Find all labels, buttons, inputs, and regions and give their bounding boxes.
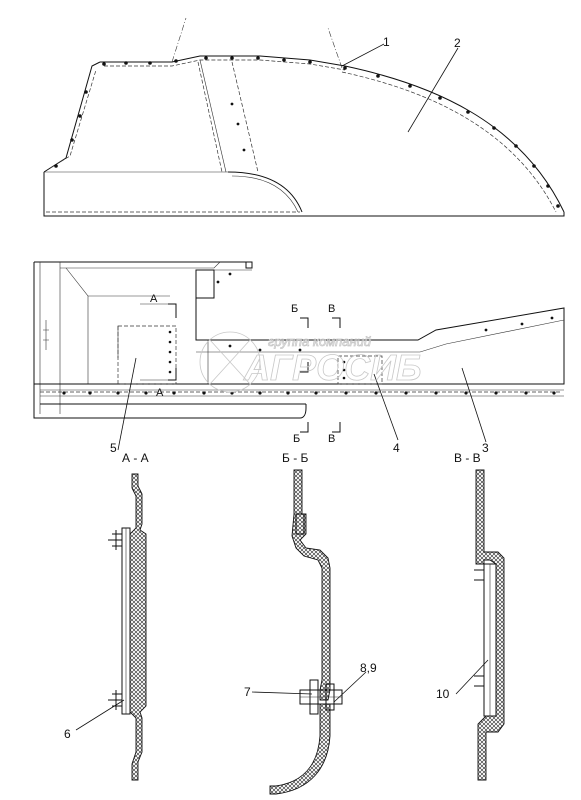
- callout-10: 10: [436, 687, 450, 701]
- section-aa-view: 6: [64, 473, 147, 781]
- section-title-vv: В - В: [454, 451, 481, 465]
- section-mark-b-top: Б: [291, 303, 298, 315]
- section-mark-b-bottom: Б: [293, 433, 300, 445]
- callout-2: 2: [454, 36, 461, 50]
- callout-7: 7: [244, 685, 251, 699]
- top-elevation-view: 1 2: [43, 17, 565, 217]
- watermark: группа компаний АГРОСИБ: [199, 331, 422, 393]
- section-title-bb: Б - Б: [282, 451, 309, 465]
- callout-3: 3: [482, 441, 489, 455]
- callout-4: 4: [393, 441, 400, 455]
- watermark-line1: группа компаний: [268, 334, 371, 349]
- watermark-line2: АГРОСИБ: [243, 347, 422, 388]
- callout-8-9: 8,9: [360, 661, 377, 675]
- section-mark-v-top: В: [328, 303, 335, 315]
- callout-6: 6: [64, 727, 71, 741]
- section-title-aa: А - А: [122, 451, 149, 465]
- callout-1: 1: [383, 35, 390, 49]
- callout-5: 5: [110, 441, 117, 455]
- middle-plan-view: А А Б Б В В 5 4 3 группа компаний АГРОСИ…: [33, 261, 565, 455]
- section-vv-view: 10: [436, 469, 505, 781]
- section-mark-v-bottom: В: [328, 433, 335, 445]
- section-mark-a-top: А: [150, 293, 158, 305]
- section-bb-view: 7 8,9: [244, 469, 377, 795]
- section-mark-a-bottom: А: [156, 387, 164, 399]
